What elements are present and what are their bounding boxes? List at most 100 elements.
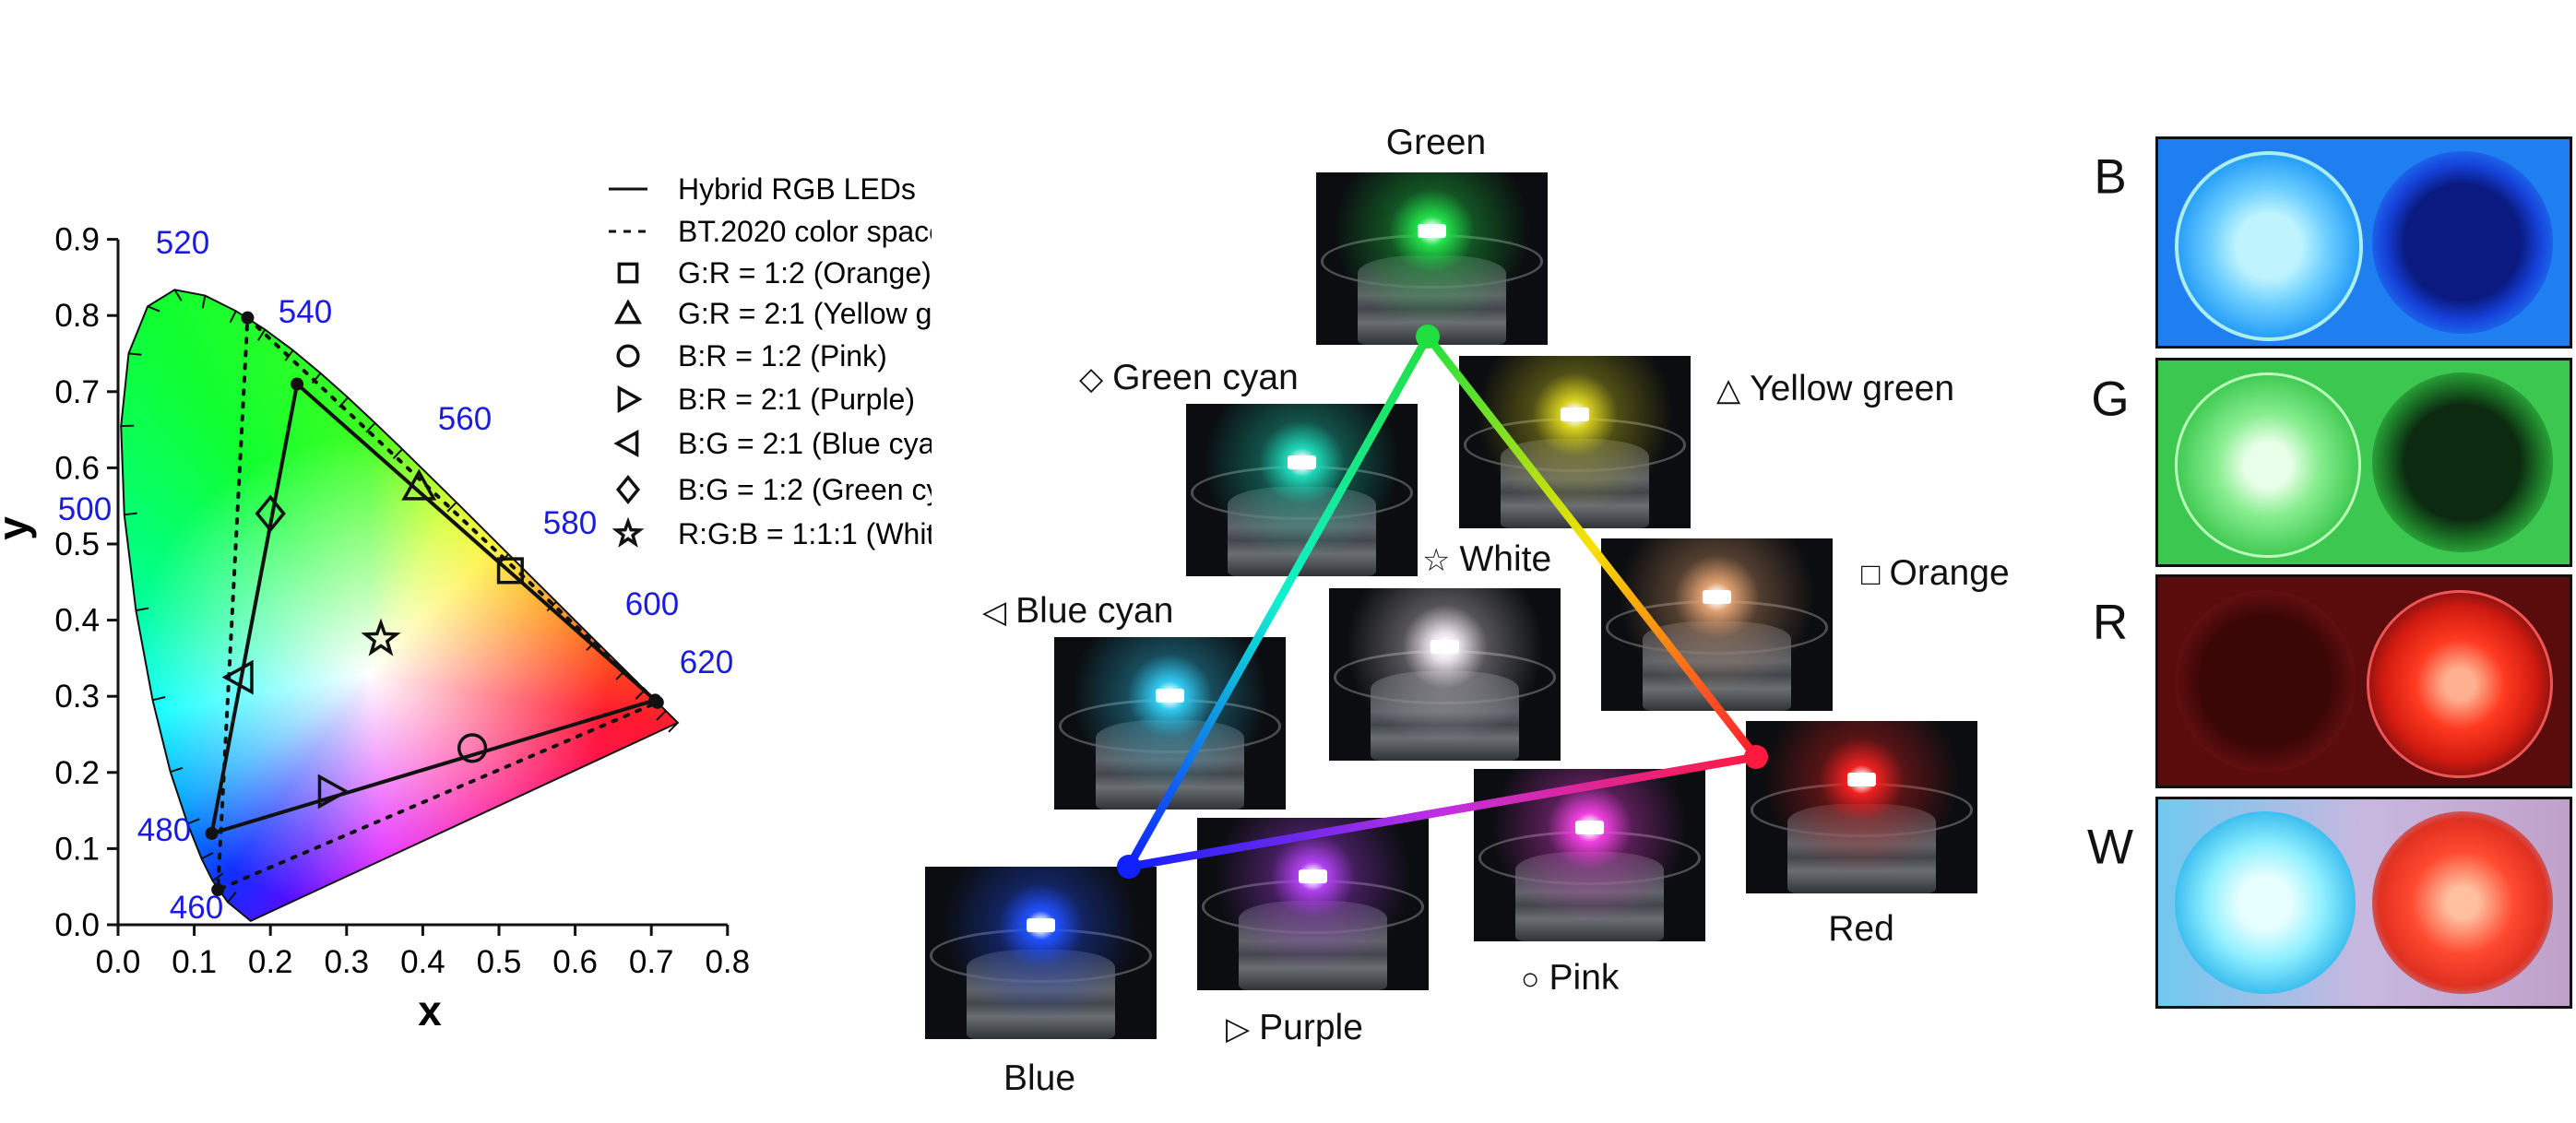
marker-square — [496, 557, 524, 585]
legend-label: G:R = 2:1 (Yellow geen) — [678, 297, 932, 330]
panel-red — [2155, 574, 2572, 788]
locus-tick — [147, 305, 160, 313]
locus-tick — [227, 892, 237, 904]
photo-green-cyan — [1186, 404, 1418, 576]
photo-red — [1746, 721, 1977, 893]
label-purple: ▷Purple — [1226, 1008, 1363, 1047]
photo-blue — [925, 867, 1157, 1039]
y-tick-label: 0.7 — [54, 374, 100, 410]
y-tick-label: 0.2 — [54, 755, 100, 791]
locus-tick — [365, 422, 376, 433]
wavelength-label-480: 480 — [137, 812, 191, 848]
locus-tick — [152, 696, 166, 702]
x-tick-label: 0.3 — [324, 944, 369, 980]
y-tick-label: 0.5 — [54, 526, 100, 562]
panel-white — [2155, 797, 2572, 1009]
wavelength-label-460: 460 — [170, 890, 223, 926]
locus-tick — [668, 722, 679, 733]
label-orange: □Orange — [1861, 553, 2010, 593]
photo-yellow-green — [1459, 356, 1691, 528]
marker-diamond — [255, 494, 286, 533]
series-vertex — [211, 883, 225, 897]
locus-tick — [121, 424, 135, 428]
legend-marker-circle — [616, 344, 640, 368]
y-tick-label: 0.9 — [54, 222, 100, 258]
photo-green — [1316, 172, 1548, 345]
series-bt2020 — [216, 313, 661, 893]
locus-tick — [170, 766, 184, 774]
wavelength-label-580: 580 — [543, 505, 597, 541]
legend-label: R:G:B = 1:1:1 (White) — [678, 517, 932, 550]
locus-tick — [173, 289, 183, 301]
legend-label: B:G = 1:2 (Green cyan) — [678, 473, 932, 506]
y-tick-label: 0.3 — [54, 679, 100, 715]
legend-label: Hybrid RGB LEDs — [678, 172, 916, 206]
x-tick-label: 0.6 — [552, 944, 598, 980]
series-vertex — [205, 826, 219, 840]
series-vertex — [241, 311, 255, 325]
label-blue: Blue — [1003, 1058, 1076, 1098]
legend-label: B:R = 2:1 (Purple) — [678, 383, 915, 416]
photo-orange — [1601, 538, 1833, 711]
y-axis-label: y — [0, 516, 37, 540]
x-tick-label: 0.2 — [248, 944, 293, 980]
panel-letter-b: B — [2094, 149, 2127, 205]
label-white: ☆White — [1422, 539, 1552, 579]
x-tick-label: 0.7 — [629, 944, 674, 980]
legend-label: BT.2020 color space — [678, 215, 932, 248]
locus-tick — [256, 328, 267, 341]
x-tick-label: 0.8 — [705, 944, 750, 980]
photo-white — [1329, 588, 1561, 761]
wavelength-label-600: 600 — [625, 586, 679, 622]
marker-circle — [457, 733, 488, 763]
locus-tick — [546, 600, 557, 612]
cie-chromaticity-chart: 0.0 0.1 0.2 0.3 0.4 0.5 0.6 0.7 0.8 0.0 0.1 0.2 0.3 0… — [0, 172, 932, 1034]
locus-tick — [656, 710, 667, 721]
legend-marker-star — [611, 516, 645, 548]
label-green: Green — [1385, 123, 1487, 162]
panel-letter-r: R — [2092, 595, 2129, 650]
series-vertex — [291, 377, 304, 391]
panel-letter-g: G — [2091, 372, 2130, 427]
x-tick-label: 0.4 — [400, 944, 445, 980]
label-yellow-green: △Yellow green — [1716, 369, 1955, 408]
y-tick-label: 0.8 — [54, 298, 100, 334]
locus-tick — [211, 872, 224, 882]
white-point-glow — [129, 433, 610, 914]
x-axis-label: x — [418, 987, 442, 1034]
locus-tick — [201, 295, 207, 309]
marker-star — [361, 618, 401, 656]
x-tick-label: 0.0 — [96, 944, 141, 980]
photo-purple — [1197, 818, 1429, 990]
locus-tick — [446, 502, 457, 513]
legend-label: B:R = 1:2 (Pink) — [678, 339, 887, 372]
legend-marker-diamond — [615, 475, 641, 504]
legend-marker-square — [617, 262, 639, 284]
panel-letter-w: W — [2086, 820, 2134, 875]
locus-tick — [201, 852, 214, 860]
locus-tick — [124, 512, 137, 516]
locus-tick — [136, 607, 149, 612]
y-tick-label: 0.4 — [54, 603, 100, 639]
label-blue-cyan: ◁Blue cyan — [982, 591, 1174, 631]
y-tick-label: 0.0 — [54, 907, 100, 943]
x-tick-label: 0.1 — [172, 944, 217, 980]
locus-tick — [128, 352, 142, 356]
label-green-cyan: ◇Green cyan — [1079, 358, 1299, 397]
wavelength-label-560: 560 — [438, 401, 492, 437]
y-tick-label: 0.1 — [54, 831, 100, 867]
panel-blue — [2155, 136, 2572, 349]
locus-tick — [187, 818, 200, 825]
y-tick-label: 0.6 — [54, 450, 100, 486]
legend-marker-triangle-left — [613, 430, 639, 457]
legend-label: G:R = 1:2 (Orange) — [678, 256, 932, 290]
wavelength-label-620: 620 — [680, 644, 733, 680]
legend-marker-triangle-up — [614, 299, 642, 325]
marker-triangle-left — [221, 659, 254, 695]
locus-tick — [229, 310, 237, 324]
locus-tick — [392, 448, 403, 459]
wavelength-label-540: 540 — [279, 294, 332, 330]
wavelength-label-520: 520 — [156, 225, 209, 261]
legend-marker-triangle-right — [617, 385, 643, 413]
label-pink: ○Pink — [1521, 958, 1620, 998]
